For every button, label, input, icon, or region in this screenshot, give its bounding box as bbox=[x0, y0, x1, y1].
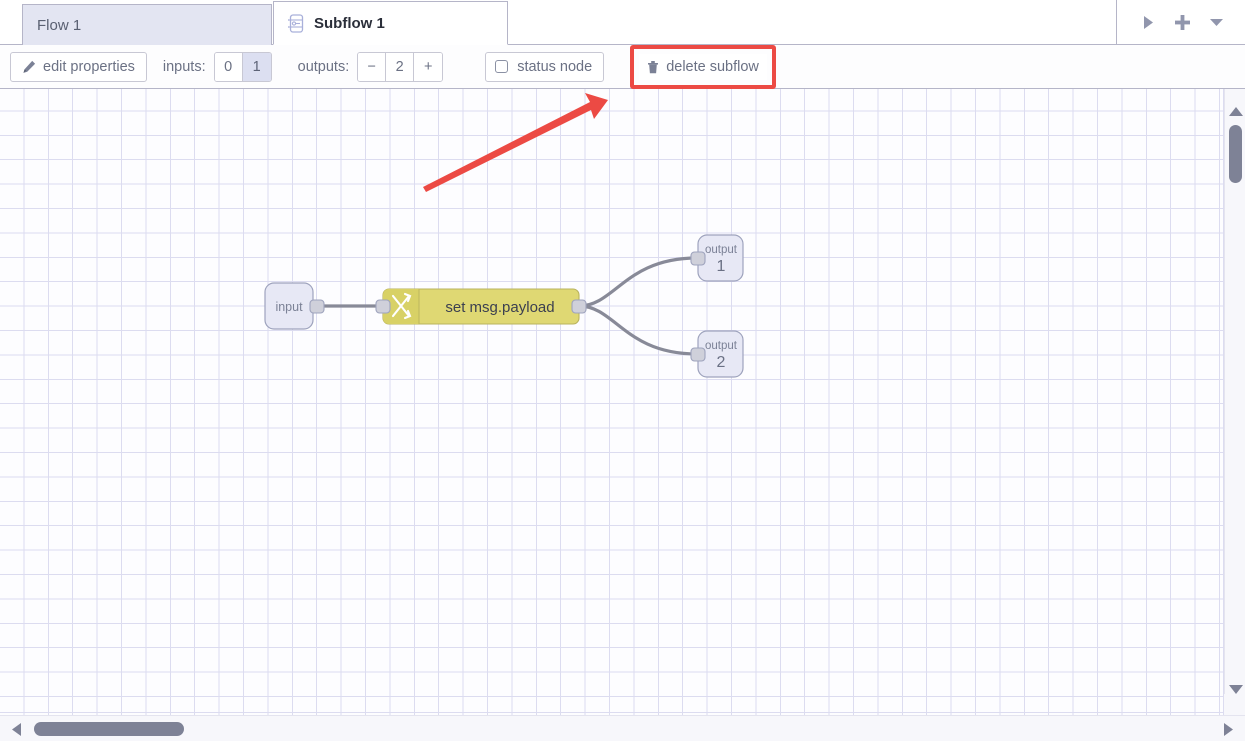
outputs-stepper: − 2 + bbox=[357, 51, 444, 82]
status-node-label: status node bbox=[517, 58, 593, 75]
scrollbar-corner bbox=[1224, 694, 1245, 715]
output-node-1-number: 1 bbox=[717, 258, 726, 275]
status-node-checkbox[interactable] bbox=[495, 60, 509, 73]
shuffle-icon bbox=[391, 292, 412, 320]
tab-bar: Flow 1 Subflow 1 bbox=[0, 0, 1245, 45]
delete-subflow-button[interactable]: delete subflow bbox=[639, 53, 767, 80]
scroll-left-arrow[interactable] bbox=[12, 723, 21, 741]
vertical-scrollbar[interactable] bbox=[1224, 89, 1245, 715]
subflow-toolbar: edit properties inputs: 0 1 outputs: − 2… bbox=[0, 44, 1245, 89]
change-node-label: set msg.payload bbox=[445, 299, 554, 316]
tab-flow-1[interactable]: Flow 1 bbox=[22, 4, 272, 45]
inputs-segmented-control: 0 1 bbox=[213, 51, 272, 82]
output-node-2[interactable]: output 2 bbox=[690, 330, 744, 378]
input-node-label: input bbox=[275, 300, 303, 314]
play-icon[interactable] bbox=[1135, 7, 1161, 37]
tab-subflow-1-label: Subflow 1 bbox=[314, 14, 385, 32]
output-node-1[interactable]: output 1 bbox=[690, 234, 744, 282]
pencil-icon bbox=[23, 60, 36, 73]
inputs-label: inputs: bbox=[162, 58, 206, 75]
scroll-right-arrow[interactable] bbox=[1224, 723, 1233, 741]
chevron-down-icon[interactable] bbox=[1203, 7, 1229, 37]
tab-subflow-1[interactable]: Subflow 1 bbox=[273, 1, 508, 45]
subflow-icon bbox=[288, 13, 304, 33]
change-node[interactable]: set msg.payload bbox=[375, 288, 587, 325]
output-node-1-label: output bbox=[705, 244, 738, 256]
outputs-label: outputs: bbox=[297, 58, 350, 75]
tab-flow-1-label: Flow 1 bbox=[37, 16, 82, 34]
trash-icon bbox=[648, 60, 659, 73]
flow-canvas[interactable]: input set msg.payload bbox=[0, 89, 1224, 715]
input-node[interactable]: input bbox=[264, 282, 325, 330]
wire-group bbox=[316, 256, 699, 356]
horizontal-scrollbar-thumb[interactable] bbox=[34, 722, 184, 736]
output-node-2-label: output bbox=[705, 340, 738, 352]
red-arrow-annotation bbox=[423, 93, 608, 192]
add-tab-icon[interactable] bbox=[1169, 7, 1195, 37]
status-node-toggle[interactable]: status node bbox=[485, 51, 605, 82]
tabbar-actions bbox=[1116, 0, 1245, 44]
inputs-option-0[interactable]: 0 bbox=[214, 52, 243, 81]
outputs-value: 2 bbox=[386, 52, 415, 81]
outputs-decrement-button[interactable]: − bbox=[358, 52, 387, 81]
outputs-increment-button[interactable]: + bbox=[414, 52, 443, 81]
delete-subflow-label: delete subflow bbox=[666, 58, 759, 75]
scroll-up-arrow[interactable] bbox=[1229, 103, 1243, 121]
tabs-strip: Flow 1 Subflow 1 bbox=[0, 0, 509, 45]
output-node-2-number: 2 bbox=[717, 354, 726, 371]
edit-properties-button[interactable]: edit properties bbox=[10, 51, 147, 82]
wire-change-to-output-1 bbox=[577, 256, 699, 308]
horizontal-scrollbar[interactable] bbox=[0, 715, 1245, 741]
inputs-option-1[interactable]: 1 bbox=[242, 52, 271, 81]
delete-subflow-highlight: delete subflow bbox=[630, 44, 776, 89]
scroll-down-arrow[interactable] bbox=[1229, 681, 1243, 699]
edit-properties-label: edit properties bbox=[43, 58, 135, 75]
wire-change-to-output-2 bbox=[577, 304, 699, 356]
vertical-scrollbar-thumb[interactable] bbox=[1229, 125, 1242, 183]
